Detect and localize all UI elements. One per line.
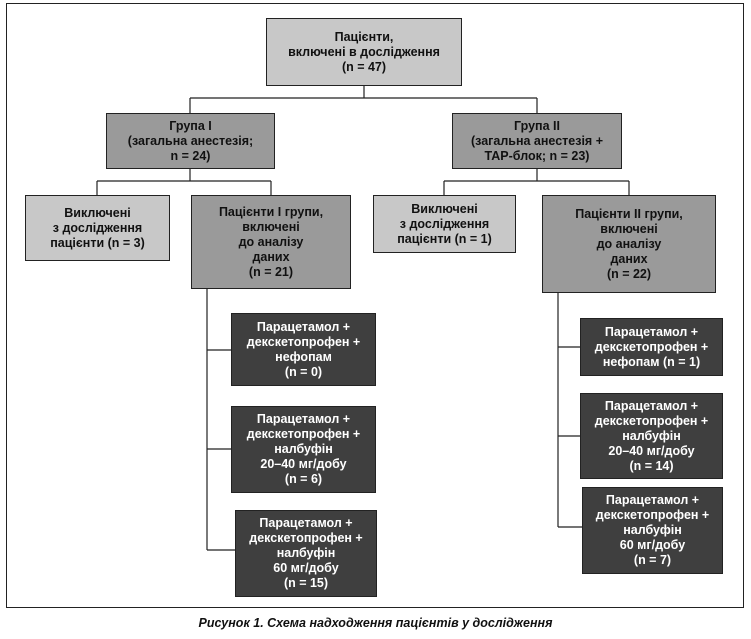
node-group2-subgroup-nalbuphine-60: Парацетамол + декскетопрофен + налбуфін … xyxy=(582,487,723,574)
node-group1-subgroup-nalbuphine-20-40: Парацетамол + декскетопрофен + налбуфін … xyxy=(231,406,376,493)
node-group1-excluded: Виключені з дослідження пацієнти (n = 3) xyxy=(25,195,170,261)
node-group1-subgroup-nefopam: Парацетамол + декскетопрофен + нефопам (… xyxy=(231,313,376,386)
node-group1: Група I (загальна анестезія; n = 24) xyxy=(106,113,275,169)
node-group1-text: Група I (загальна анестезія; n = 24) xyxy=(127,118,254,163)
node-group1-excluded-text: Виключені з дослідження пацієнти (n = 3) xyxy=(50,205,145,250)
node-group2: Група II (загальна анестезія + TAP-блок;… xyxy=(452,113,622,169)
node-group1-included: Пацієнти I групи, включені до аналізу да… xyxy=(191,195,351,289)
node-group1-subgroup-nalbuphine-60-text: Парацетамол + декскетопрофен + налбуфін … xyxy=(249,516,363,590)
node-group2-subgroup-nefopam-text: Парацетамол + декскетопрофен + нефопам (… xyxy=(594,324,709,369)
node-group1-included-text: Пацієнти I групи, включені до аналізу да… xyxy=(218,204,324,279)
figure-caption: Рисунок 1. Схема надходження пацієнтів у… xyxy=(198,616,553,630)
node-group2-subgroup-nefopam: Парацетамол + декскетопрофен + нефопам (… xyxy=(580,318,723,376)
node-group2-included: Пацієнти II групи, включені до аналізу д… xyxy=(542,195,716,293)
node-all-patients: Пацієнти, включені в дослідження (n = 47… xyxy=(266,18,462,86)
node-group1-subgroup-nalbuphine-20-40-text: Парацетамол + декскетопрофен + налбуфін … xyxy=(246,412,361,486)
node-group1-subgroup-nefopam-text: Парацетамол + декскетопрофен + нефопам (… xyxy=(246,319,361,379)
node-all-patients-text: Пацієнти, включені в дослідження (n = 47… xyxy=(288,29,440,74)
node-group2-excluded: Виключені з дослідження пацієнти (n = 1) xyxy=(373,195,516,253)
node-group2-excluded-text: Виключені з дослідження пацієнти (n = 1) xyxy=(397,201,492,246)
node-group2-subgroup-nalbuphine-60-text: Парацетамол + декскетопрофен + налбуфін … xyxy=(595,493,710,567)
node-group2-subgroup-nalbuphine-20-40-text: Парацетамол + декскетопрофен + налбуфін … xyxy=(594,398,709,473)
node-group1-subgroup-nalbuphine-60: Парацетамол + декскетопрофен + налбуфін … xyxy=(235,510,377,597)
node-group2-subgroup-nalbuphine-20-40: Парацетамол + декскетопрофен + налбуфін … xyxy=(580,393,723,479)
node-group2-text: Група II (загальна анестезія + TAP-блок;… xyxy=(471,118,603,163)
node-group2-included-text: Пацієнти II групи, включені до аналізу д… xyxy=(575,206,683,281)
